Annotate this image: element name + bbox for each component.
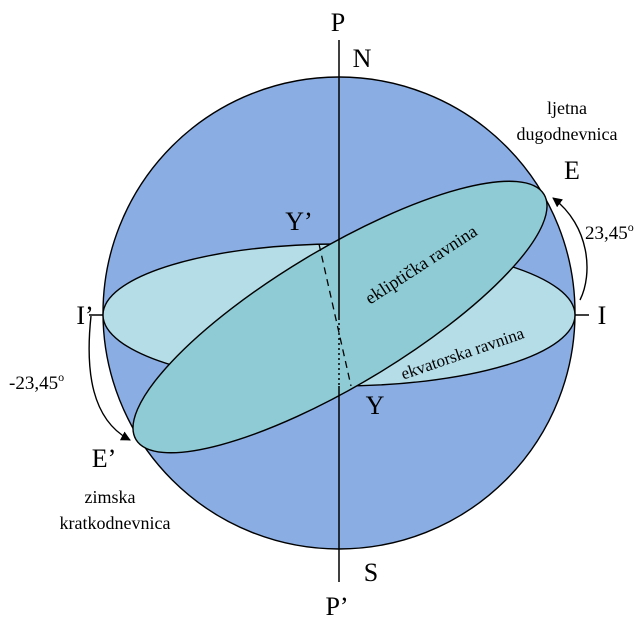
node-line: [318, 243, 352, 387]
equinox-right-label: I: [598, 301, 607, 330]
node-top-label: Y’: [285, 207, 312, 236]
winter-tilt-arrow: [88, 315, 131, 441]
winter-angle: -23,45o: [9, 370, 64, 394]
summer-angle-degree: o: [628, 220, 634, 234]
ecliptic-top-label: E: [564, 156, 580, 185]
node-bottom-label: Y: [366, 391, 385, 420]
ecliptic-plane: [132, 180, 548, 454]
summer-angle: 23,45o: [585, 220, 634, 244]
pole-top-label: P: [331, 8, 345, 37]
winter-angle-value: -23,45: [9, 373, 58, 394]
summer-label-line2: dugodnevnica: [517, 124, 618, 144]
north-label: N: [353, 44, 372, 73]
summer-tilt-arrow: [552, 197, 588, 301]
ecliptic-bottom-label: E’: [92, 444, 117, 473]
equinox-left-label: I’: [76, 301, 93, 330]
summer-label-line1: ljetna: [547, 98, 587, 118]
summer-angle-value: 23,45: [585, 223, 628, 244]
winter-angle-degree: o: [58, 370, 64, 384]
pole-bottom-label: P’: [325, 592, 348, 619]
south-label: S: [364, 558, 378, 587]
winter-label-line2: kratkodnevnica: [60, 513, 171, 533]
winter-label-line1: zimska: [85, 487, 136, 507]
